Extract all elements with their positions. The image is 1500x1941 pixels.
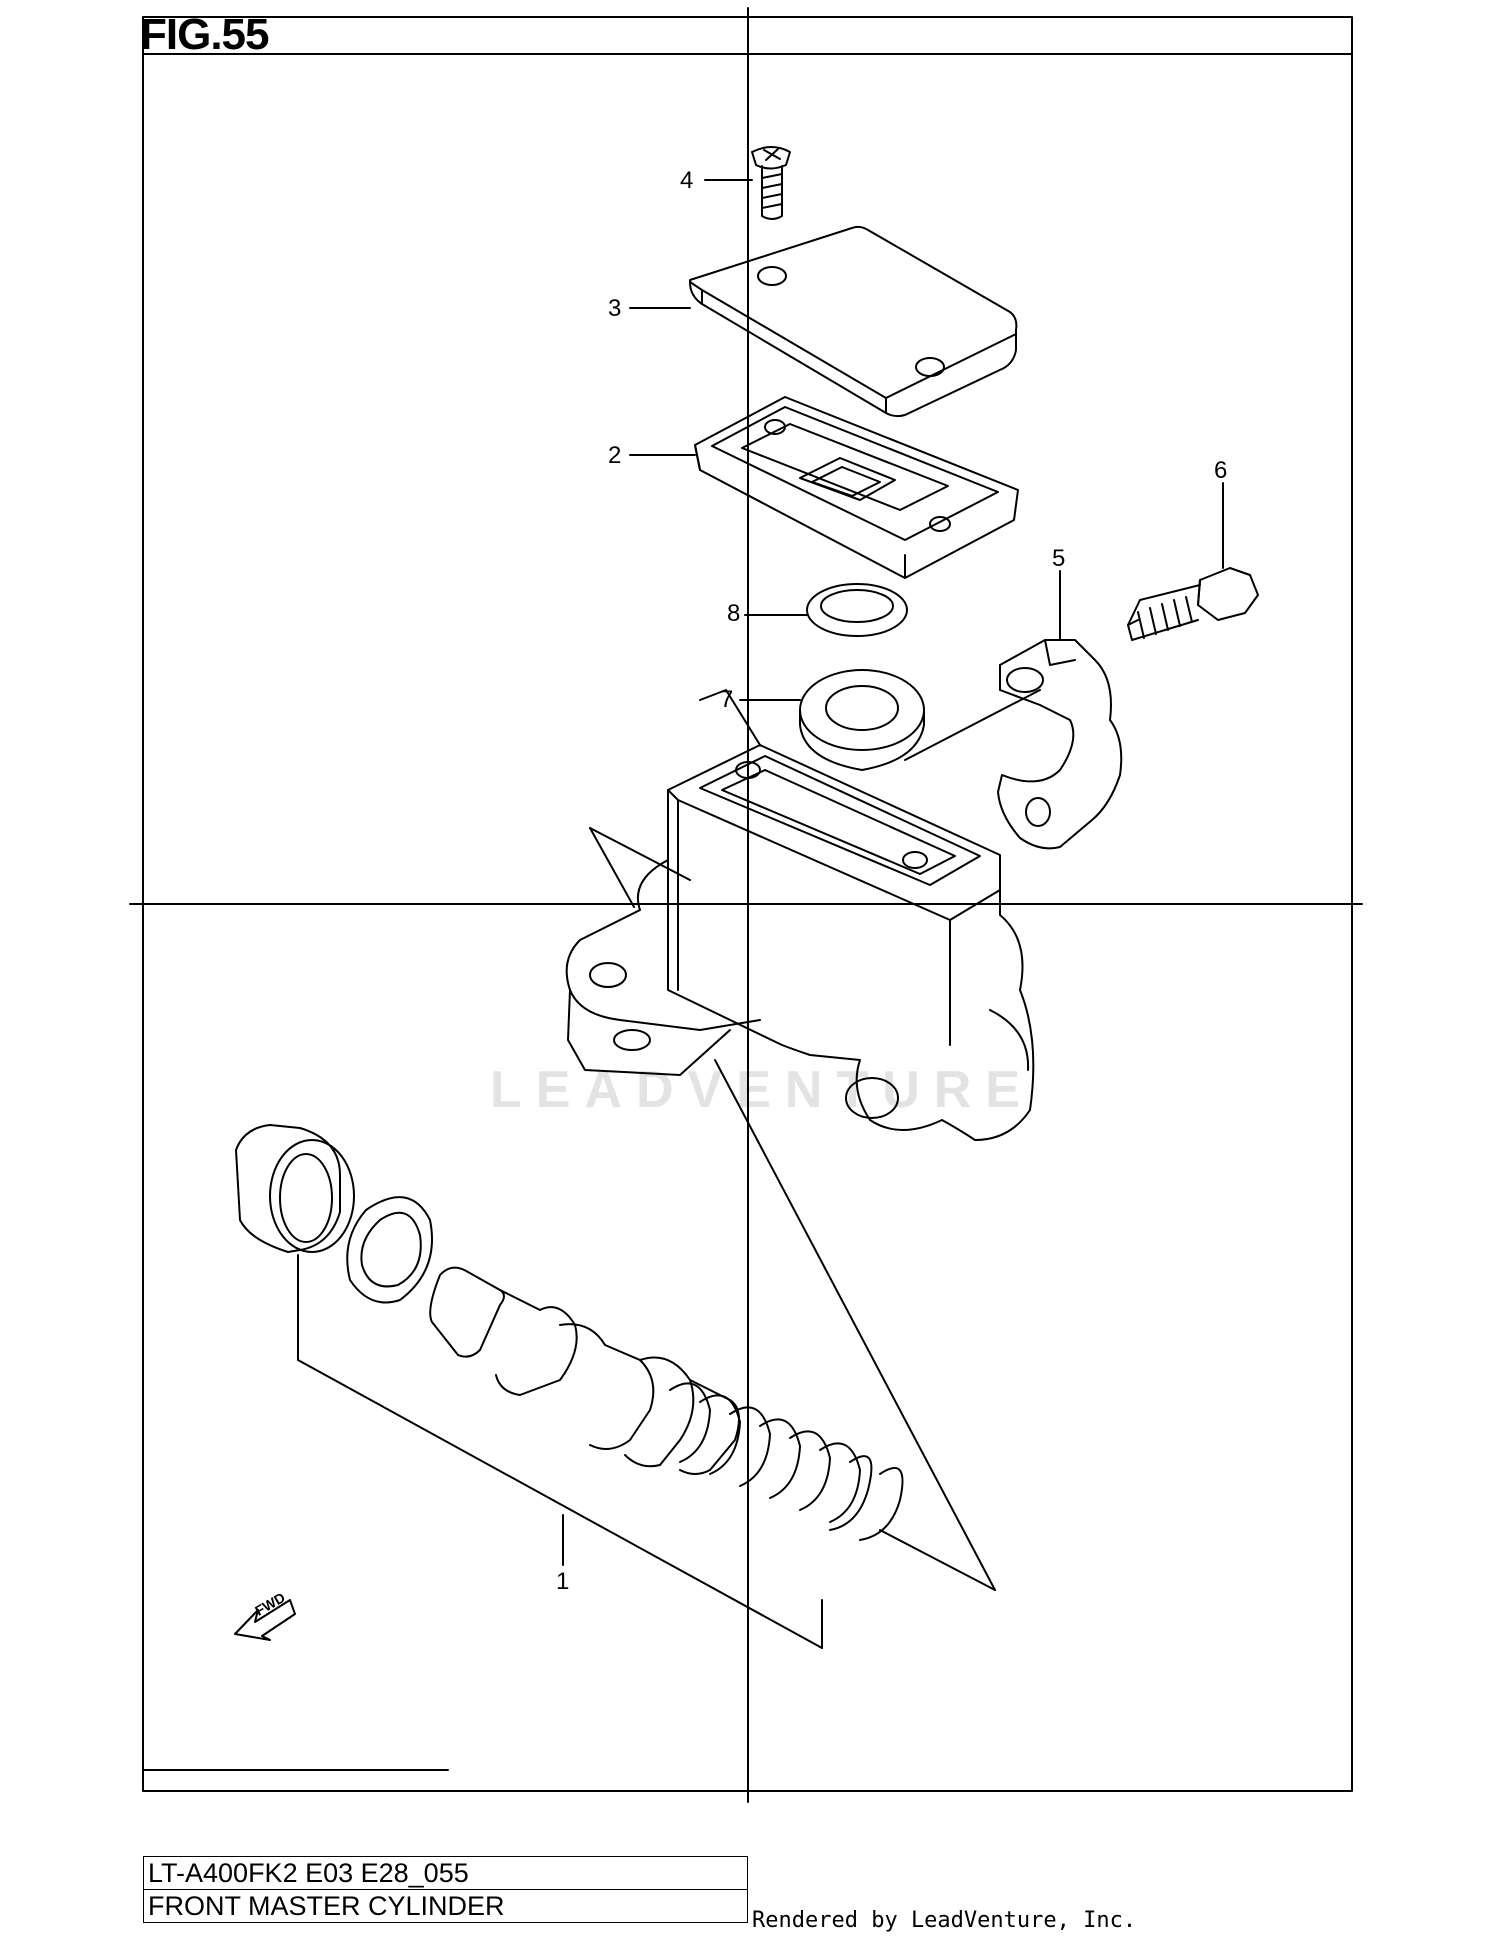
part-1-piston-kit: [235, 1124, 904, 1541]
diagram-frame: [129, 7, 1363, 1803]
part-3-cap: [689, 225, 1018, 418]
callout-2: 2: [608, 442, 622, 469]
part-8-oring: [806, 583, 908, 637]
footer-name: FRONT MASTER CYLINDER: [143, 1889, 748, 1923]
callout-5: 5: [1052, 545, 1066, 572]
part-body-cylinder: [565, 689, 1035, 1141]
callout-8: 8: [727, 600, 741, 627]
callout-3: 3: [608, 295, 622, 322]
spring: [669, 1382, 904, 1541]
part-6-bolt: [1127, 567, 1259, 641]
rendered-by: Rendered by LeadVenture, Inc.: [752, 1908, 1137, 1933]
part-2-diaphragm: [694, 396, 1019, 579]
leader-lines: [297, 179, 1224, 1649]
callout-6: 6: [1214, 457, 1228, 484]
callout-7: 7: [720, 686, 734, 713]
fwd-arrow: [234, 1599, 296, 1641]
part-4-screw: [751, 146, 791, 220]
watermark-text: LEADVENTURE: [490, 1061, 1035, 1119]
part-5-clamp: [997, 639, 1123, 850]
callout-1: 1: [556, 1568, 570, 1595]
figure-title: FIG.55: [140, 10, 269, 59]
footer-code: LT-A400FK2 E03 E28_055: [143, 1856, 748, 1890]
part-7-boot: [799, 669, 925, 771]
callout-4: 4: [680, 167, 694, 194]
